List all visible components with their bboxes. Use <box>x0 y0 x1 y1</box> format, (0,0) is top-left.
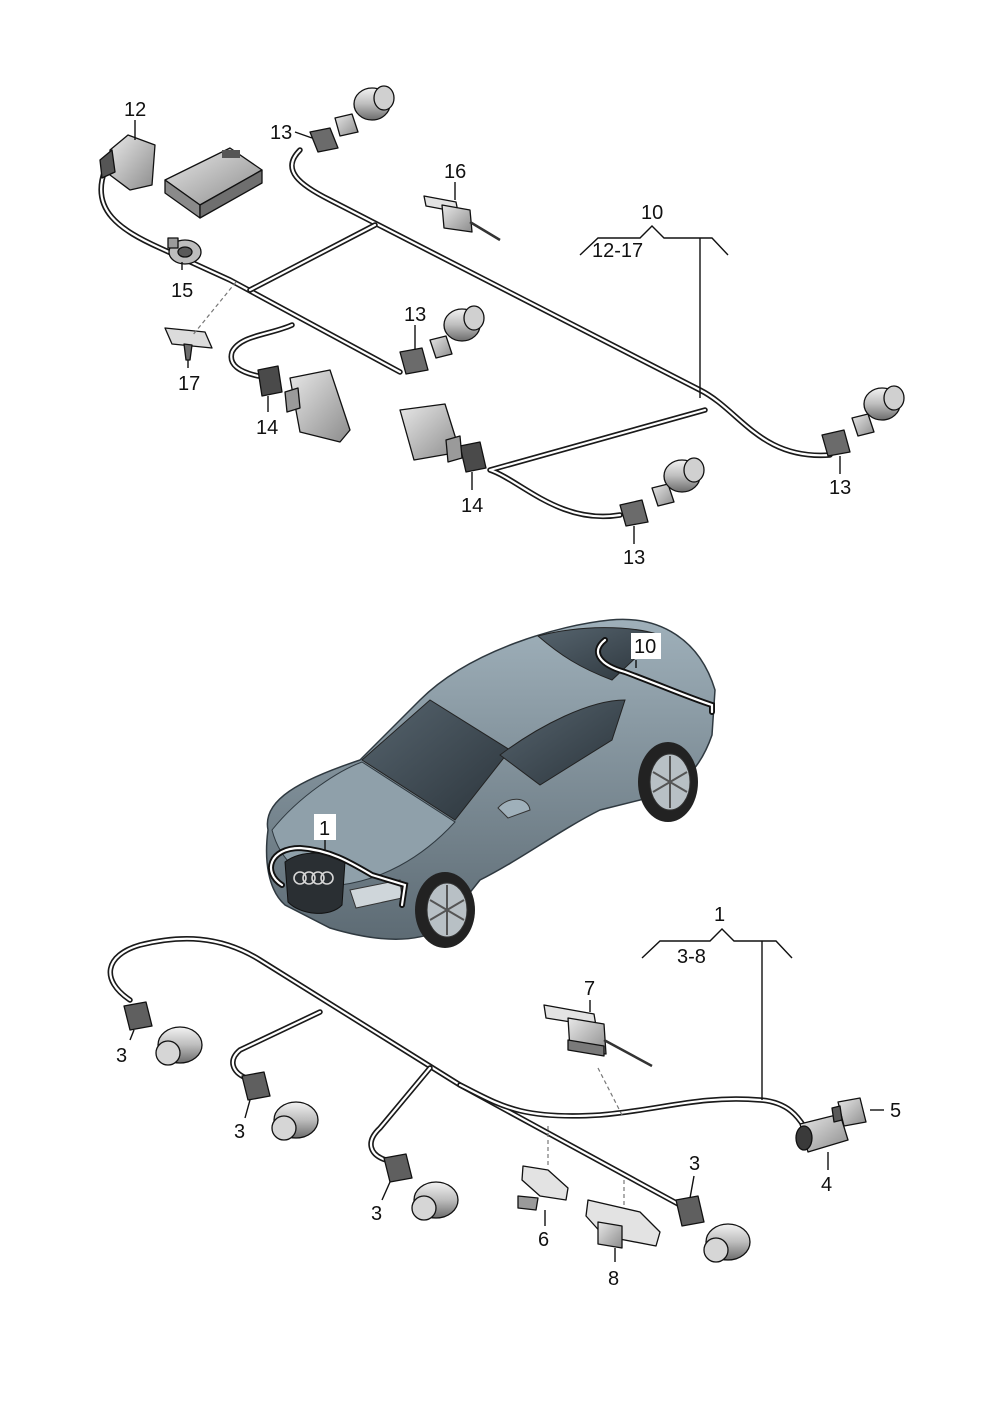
front-harness-wire-right <box>457 1082 808 1131</box>
rear-harness-wire-left-core <box>99 168 402 374</box>
callout-3-a: 3 <box>116 1045 127 1067</box>
car-rear-wheel <box>638 742 698 822</box>
front-harness-wire-main-core <box>109 937 682 1207</box>
upper-leaders <box>134 120 841 544</box>
callout-10-group: 10 <box>641 202 663 224</box>
car-front-harness-core <box>270 846 407 907</box>
front-harness-wire-b2 <box>368 1065 433 1163</box>
front-harness-wire-b1 <box>230 1009 323 1081</box>
rear-harness-wire-branch14b-core <box>488 408 707 518</box>
callout-3-c: 3 <box>371 1203 382 1225</box>
callout-5: 5 <box>890 1100 901 1122</box>
callout-13-top: 13 <box>270 122 292 144</box>
rear-harness-wire-left <box>98 167 403 375</box>
item16-holder <box>423 195 501 242</box>
item14-bracket-left <box>257 365 351 443</box>
callout-14-left: 14 <box>256 417 278 439</box>
item6-clip <box>517 1165 569 1211</box>
rear-harness-wire-main <box>289 147 833 458</box>
item12-connector <box>99 134 156 191</box>
car-label-10-box <box>631 633 661 659</box>
callout-13-bottom: 13 <box>623 547 645 569</box>
car-logo-rings <box>293 871 334 885</box>
callout-6: 6 <box>538 1229 549 1251</box>
front-harness-wire-right-core <box>458 1083 807 1130</box>
rear-harness-wire-branch14a-core <box>230 323 294 378</box>
sensor-3-b <box>241 1071 319 1141</box>
callout-16: 16 <box>444 161 466 183</box>
item4-connector <box>795 1113 849 1153</box>
car-mirror <box>497 798 531 819</box>
lower-callouts: 1 3-8 7 3 3 3 3 5 4 6 8 <box>116 904 901 1290</box>
car-side-window <box>499 699 626 786</box>
callout-12: 12 <box>124 99 146 121</box>
rear-harness-wire-main-core <box>290 148 832 457</box>
item7-pin <box>603 1038 653 1068</box>
parking-aid-control-unit <box>164 147 263 219</box>
item15-grommet <box>167 237 202 265</box>
front-harness-wire-b2-core <box>369 1066 432 1162</box>
callout-17: 17 <box>178 373 200 395</box>
item8-holder <box>585 1199 661 1249</box>
callout-13-middle: 13 <box>404 304 426 326</box>
callout-1-car: 1 <box>319 818 330 840</box>
sensor-3-d <box>675 1195 751 1263</box>
item16-pin <box>469 220 501 242</box>
upper-callouts: 12 13 16 10 12-17 15 17 13 14 14 13 13 <box>124 99 851 569</box>
rear-harness-wire-cross-core <box>248 223 377 292</box>
callout-3-d: 3 <box>689 1153 700 1175</box>
item7-holder <box>543 1004 653 1068</box>
sensor-3-c <box>383 1153 459 1221</box>
callout-4: 4 <box>821 1174 832 1196</box>
callout-7: 7 <box>584 978 595 1000</box>
rear-harness-wire-branch14a <box>228 322 295 379</box>
callout-3-8: 3-8 <box>677 946 706 968</box>
car-illustration: 10 1 <box>265 618 716 948</box>
callout-3-b: 3 <box>234 1121 245 1143</box>
group-bracket-10 <box>579 225 729 398</box>
car-label-1-box <box>314 814 336 840</box>
sensor-3-a <box>123 1001 203 1066</box>
callout-15: 15 <box>171 280 193 302</box>
callout-12-17: 12-17 <box>592 240 643 262</box>
item14-bracket-right <box>399 403 487 473</box>
car-front-wheel <box>415 872 475 948</box>
sensor-13-middle <box>399 305 485 375</box>
sensor-13-top <box>309 85 395 153</box>
item17-clip <box>164 327 213 361</box>
control-unit-connector <box>222 150 240 158</box>
callout-10-car: 10 <box>634 636 656 658</box>
sensor-13-right <box>821 385 905 457</box>
callout-1-group: 1 <box>714 904 725 926</box>
group-bracket-1 <box>641 928 793 1100</box>
callout-13-right: 13 <box>829 477 851 499</box>
callout-14-right: 14 <box>461 495 483 517</box>
sensor-13-bottom <box>619 457 705 527</box>
front-harness <box>107 936 808 1208</box>
car-rear-harness-core <box>597 638 714 714</box>
item5-lock <box>831 1097 867 1127</box>
callout-8: 8 <box>608 1268 619 1290</box>
lower-leaders <box>129 1000 884 1262</box>
